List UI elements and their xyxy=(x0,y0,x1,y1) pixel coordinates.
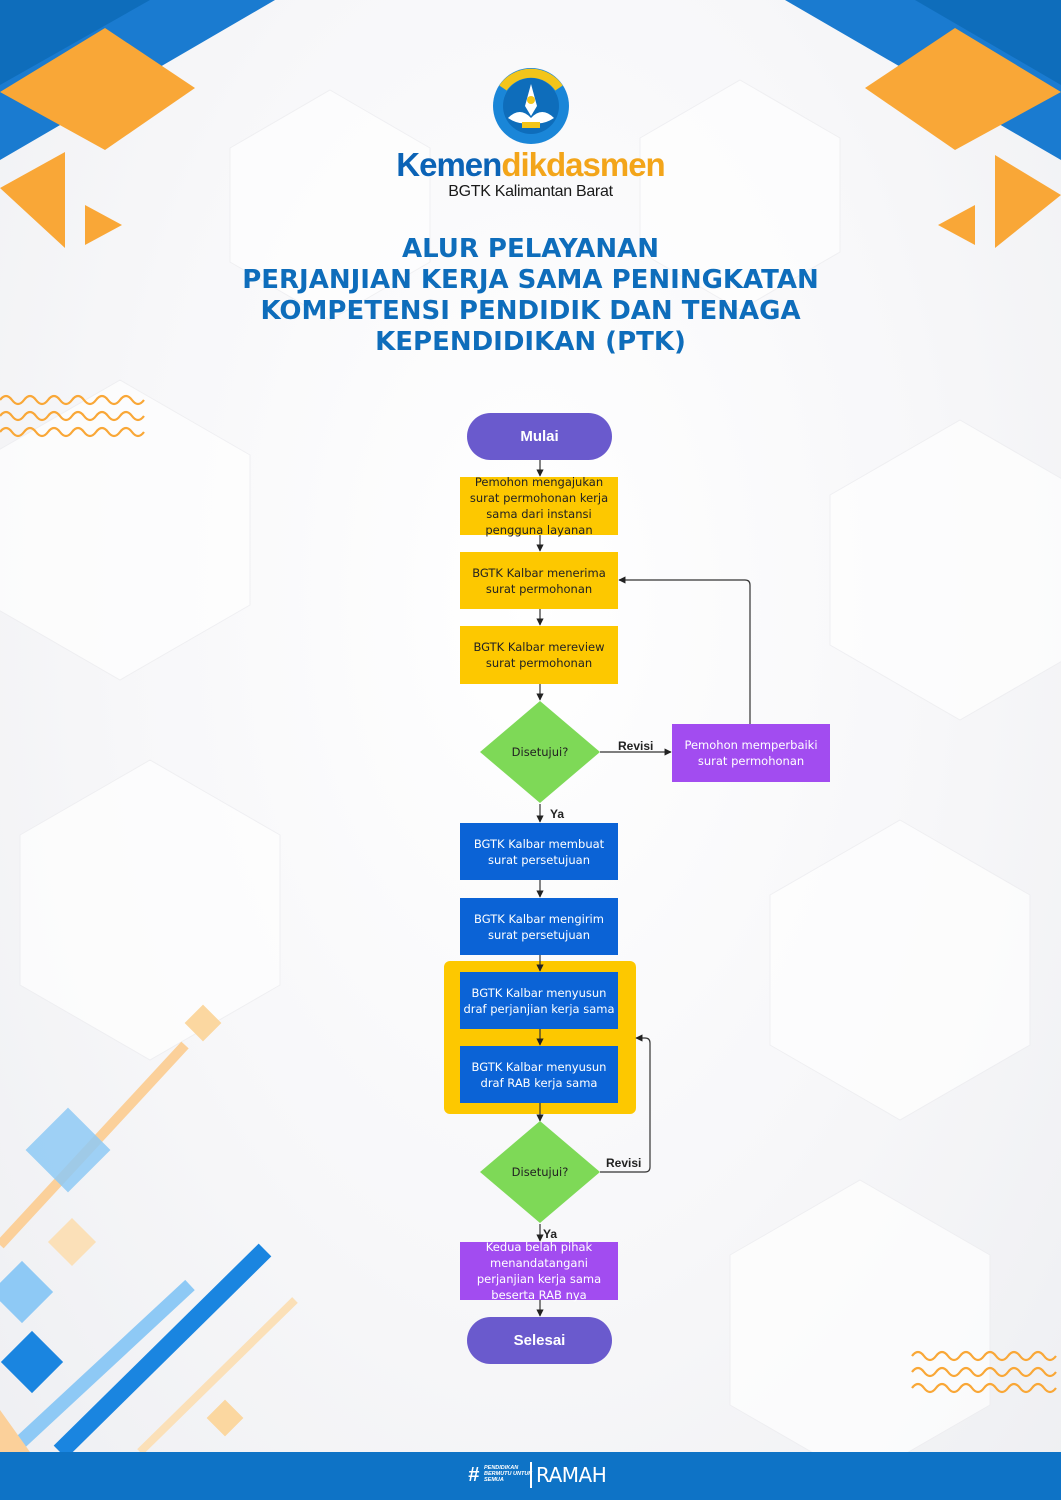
decision-diamond xyxy=(480,1121,600,1223)
edge-label-yes: Ya xyxy=(543,1227,558,1241)
decision-label: Disetujui? xyxy=(511,745,569,759)
step-receive-request: BGTK Kalbar menerima surat permohonan xyxy=(460,552,618,609)
footer-hashtag: # xyxy=(468,1464,480,1486)
end-terminal: Selesai xyxy=(467,1317,612,1364)
edge-label-yes: Ya xyxy=(550,807,565,821)
step-create-approval: BGTK Kalbar membuat surat persetujuan xyxy=(460,823,618,880)
footer-hashtag-text: PENDIDIKAN BERMUTU UNTUK SEMUA xyxy=(484,1465,533,1483)
step-draft-budget: BGTK Kalbar menyusun draf RAB kerja sama xyxy=(460,1046,618,1103)
title-line: PERJANJIAN KERJA SAMA PENINGKATAN xyxy=(242,265,819,295)
footer-ramah-logo: RAMAH xyxy=(536,1463,607,1487)
brand-name: Kemendikdasmen xyxy=(0,146,1061,184)
decision-diamond xyxy=(480,701,600,803)
title-line: KEPENDIDIKAN (PTK) xyxy=(375,327,686,357)
edge-label-revise: Revisi xyxy=(606,1156,642,1170)
step-revise-request: Pemohon memperbaiki surat permohonan xyxy=(672,724,830,782)
step-submit-request: Pemohon mengajukan surat permohonan kerj… xyxy=(460,475,618,537)
step-review-request: BGTK Kalbar mereview surat permohonan xyxy=(460,626,618,684)
step-sign-agreement: Kedua belah pihak menandatangani perjanj… xyxy=(460,1240,618,1302)
edge-label-revise: Revisi xyxy=(618,739,654,753)
step-draft-agreement: BGTK Kalbar menyusun draf perjanjian ker… xyxy=(460,972,618,1029)
brand-name-part2: dikdasmen xyxy=(501,146,665,183)
brand-name-part1: Kemen xyxy=(396,146,502,183)
decision-label: Disetujui? xyxy=(511,1165,569,1179)
step-send-approval: BGTK Kalbar mengirim surat persetujuan xyxy=(460,898,618,955)
title-line: KOMPETENSI PENDIDIK DAN TENAGA xyxy=(260,296,801,326)
footer-bar: # PENDIDIKAN BERMUTU UNTUK SEMUA RAMAH xyxy=(0,1452,1061,1500)
page-title: ALUR PELAYANAN PERJANJIAN KERJA SAMA PEN… xyxy=(0,234,1061,358)
start-terminal: Mulai xyxy=(467,413,612,460)
title-line: ALUR PELAYANAN xyxy=(401,234,660,264)
tut-wuri-handayani-logo xyxy=(493,68,569,144)
brand-unit: BGTK Kalimantan Barat xyxy=(448,183,613,200)
footer-separator xyxy=(530,1462,532,1488)
